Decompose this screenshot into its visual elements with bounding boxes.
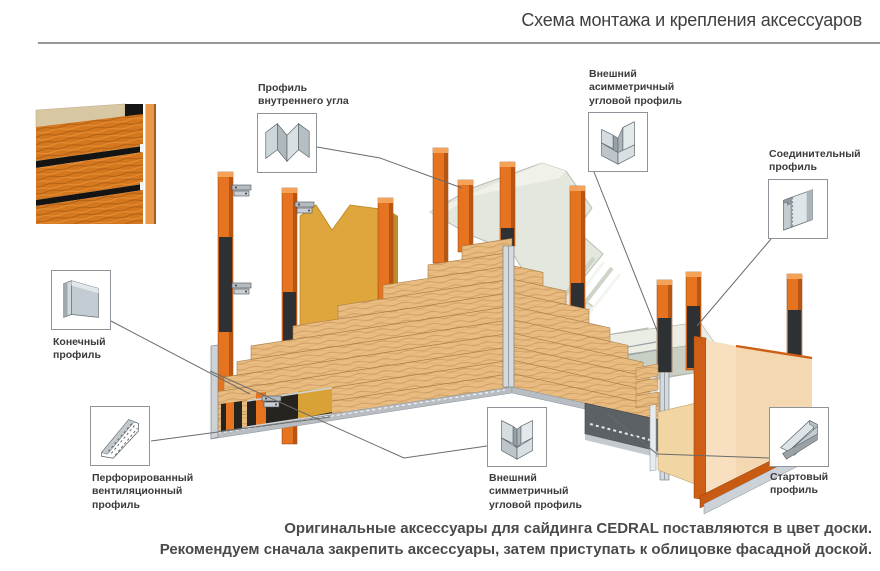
- callout-connector-profile: Соединительный профиль: [768, 148, 861, 239]
- callout-label: Профиль внутреннего угла: [258, 82, 349, 108]
- end-profile-box: [51, 270, 111, 330]
- callout-label: Соединительный профиль: [769, 148, 861, 174]
- siding-color-sample: [35, 103, 156, 224]
- callout-label: Стартовый профиль: [770, 471, 829, 497]
- callout-perforated-vent-profile: Перфорированный вентиляционный профиль: [90, 406, 193, 511]
- starter-profile-icon: [780, 420, 818, 460]
- outer-symmetric-corner-profile-box: [487, 407, 547, 467]
- outer-symmetric-corner-profile-icon: [501, 420, 533, 460]
- title-divider: [38, 42, 880, 44]
- callout-label: Перфорированный вентиляционный профиль: [92, 472, 194, 511]
- callout-label: Внешний симметричный угловой профиль: [489, 472, 582, 511]
- page-title: Схема монтажа и крепления аксессуаров: [521, 10, 862, 30]
- callout-label: Внешний асимметричный угловой профиль: [589, 68, 682, 107]
- callout-inner-corner-profile: Профиль внутреннего угла: [257, 82, 349, 173]
- callout-end-profile: Конечный профиль: [51, 270, 111, 361]
- starter-profile-box: [769, 407, 829, 467]
- outer-asymmetric-corner-profile-icon: [601, 121, 635, 165]
- footer-line-2: Рекомендуем сначала закрепить аксессуары…: [159, 541, 872, 559]
- wall-cutaway: [221, 387, 333, 431]
- perforated-vent-profile-icon: [101, 419, 139, 459]
- connector-profile-box: [768, 179, 828, 239]
- footer-line-1: Оригинальные аксессуары для сайдинга CED…: [284, 519, 872, 537]
- end-profile-icon: [63, 280, 99, 318]
- callout-starter-profile: Стартовый профиль: [769, 407, 829, 496]
- orange-frame: [693, 335, 707, 501]
- callout-label: Конечный профиль: [53, 336, 106, 362]
- leader-lines: [110, 146, 772, 459]
- connector-profile-icon: [783, 189, 813, 231]
- callout-outer-asymmetric-corner-profile: Внешний асимметричный угловой профиль: [588, 68, 682, 172]
- siding-boards-right-wall: [511, 265, 661, 421]
- callout-outer-symmetric-corner-profile: Внешний симметричный угловой профиль: [487, 407, 582, 511]
- footer-note: Оригинальные аксессуары для сайдинга CED…: [160, 518, 872, 562]
- inner-corner-profile-box: [257, 113, 317, 173]
- base-profiles: [210, 344, 586, 440]
- perforated-vent-profile-box: [90, 406, 150, 466]
- outer-asymmetric-corner-profile-box: [588, 112, 648, 172]
- inner-corner-profile-icon: [265, 122, 310, 163]
- peach-panel-left: [706, 340, 736, 498]
- end-profile-installed: [210, 344, 219, 440]
